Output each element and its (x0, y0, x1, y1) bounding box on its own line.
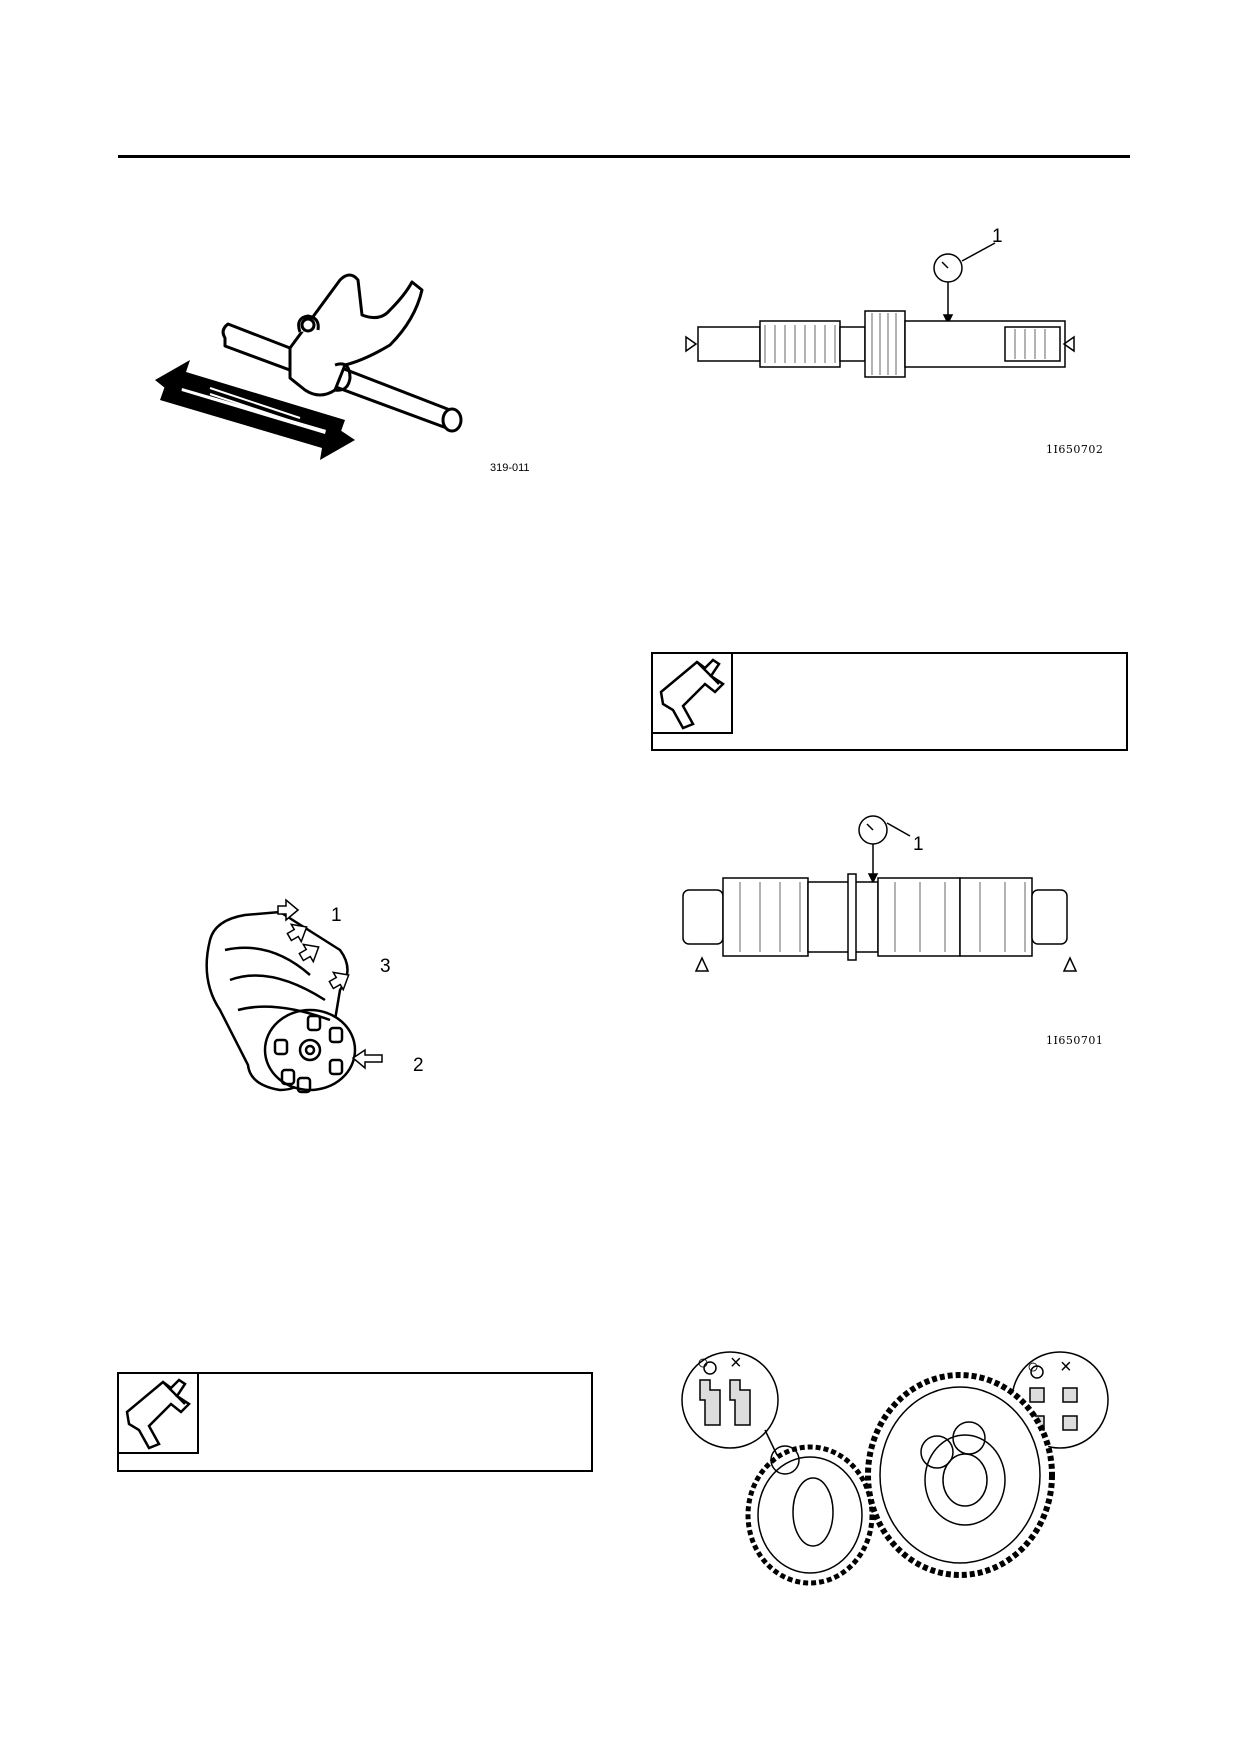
gear-symbol-left-ok: ○ (697, 1352, 710, 1374)
figure-code-drive-axle: 1I650701 (1046, 1034, 1104, 1047)
callout-drive-axle-1: 1 (913, 834, 924, 855)
shift-drum-figure (190, 890, 420, 1110)
callout-drum-3: 3 (380, 956, 391, 977)
callout-drum-1: 1 (331, 905, 342, 926)
drive-axle-figure (680, 808, 1100, 978)
figure-code-main-axle: 1I650702 (1046, 443, 1104, 456)
callout-drum-2: 2 (413, 1055, 424, 1076)
gear-symbol-right-ng: × (1060, 1356, 1072, 1378)
vernier-caliper-icon (653, 654, 733, 734)
shift-fork-figure (150, 260, 490, 470)
gear-symbol-right-ok: ○ (1027, 1356, 1040, 1378)
callout-main-axle-1: 1 (992, 226, 1003, 247)
vernier-caliper-icon (119, 1374, 199, 1454)
figure-code-shift-fork: 319-011 (490, 462, 530, 474)
gears-figure (675, 1340, 1115, 1590)
gear-symbol-left-ng: × (730, 1352, 742, 1374)
spec-box-top (651, 652, 1128, 751)
main-axle-figure (680, 225, 1080, 385)
header-rule (118, 155, 1130, 158)
spec-box-bottom (117, 1372, 593, 1472)
